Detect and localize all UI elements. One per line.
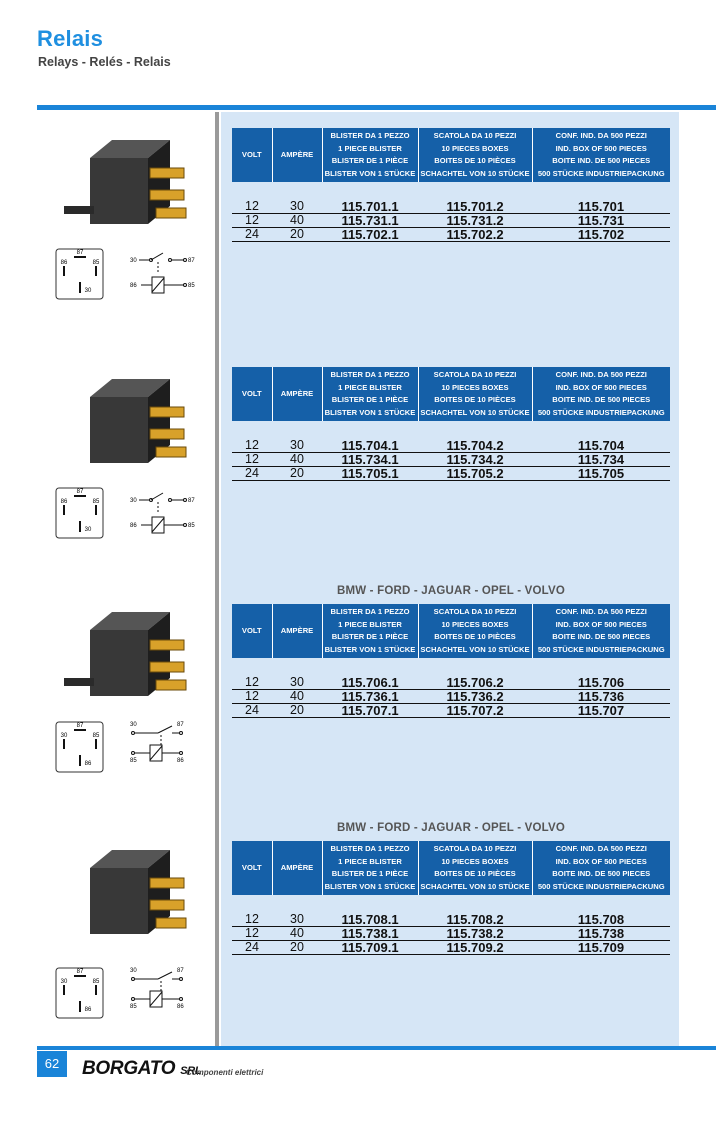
svg-text:30: 30 <box>85 527 92 533</box>
svg-text:30: 30 <box>130 498 137 504</box>
svg-text:30: 30 <box>61 979 68 985</box>
page-subtitle: Relays - Relés - Relais <box>38 55 171 69</box>
svg-text:86: 86 <box>177 1004 184 1010</box>
schematic-4: 30 87 85 86 <box>130 968 184 1010</box>
relay-image-1 <box>64 140 187 224</box>
svg-text:85: 85 <box>93 979 100 985</box>
schematic-1: 30 87 86 85 <box>130 252 195 294</box>
svg-text:85: 85 <box>188 523 195 529</box>
page-title: Relais <box>37 26 104 51</box>
relay-image-4 <box>90 850 187 934</box>
svg-text:86: 86 <box>130 523 137 529</box>
pin-diagram-2: 87 86 85 30 <box>55 487 104 539</box>
svg-text:86: 86 <box>130 283 137 289</box>
col-ampere: AMPÈRE <box>272 841 323 895</box>
top-divider <box>37 105 716 110</box>
vertical-divider <box>215 112 219 1047</box>
svg-text:87: 87 <box>77 489 84 495</box>
svg-text:87: 87 <box>177 968 184 974</box>
brand-logo: BORGATO SRL <box>82 1058 202 1079</box>
svg-text:87: 87 <box>77 723 84 729</box>
col-ampere: AMPÈRE <box>272 128 323 182</box>
svg-text:30: 30 <box>130 968 137 974</box>
svg-text:87: 87 <box>177 722 184 728</box>
svg-text:87: 87 <box>77 969 84 975</box>
col-volt: VOLT <box>232 841 273 895</box>
relay-image-2 <box>90 379 187 463</box>
pin-diagram-1: 87 86 85 30 <box>55 248 104 300</box>
col-ampere: AMPÈRE <box>272 367 323 421</box>
pin-diagram-3: 87 30 85 86 <box>55 721 104 773</box>
svg-text:86: 86 <box>61 499 68 505</box>
svg-text:30: 30 <box>85 288 92 294</box>
page-number: 62 <box>37 1051 67 1077</box>
brand-tagline: Componenti elettrici <box>186 1068 264 1077</box>
svg-text:87: 87 <box>188 258 195 264</box>
svg-text:85: 85 <box>93 733 100 739</box>
schematic-3: 30 87 85 86 <box>130 722 184 764</box>
col-volt: VOLT <box>232 128 273 182</box>
svg-text:30: 30 <box>130 258 137 264</box>
svg-text:86: 86 <box>61 260 68 266</box>
svg-text:85: 85 <box>188 283 195 289</box>
svg-text:85: 85 <box>130 1004 137 1010</box>
col-volt: VOLT <box>232 367 273 421</box>
svg-text:86: 86 <box>85 1007 92 1013</box>
schematic-2: 30 87 86 85 <box>130 492 195 534</box>
col-volt: VOLT <box>232 604 273 658</box>
svg-text:30: 30 <box>61 733 68 739</box>
svg-text:85: 85 <box>130 758 137 764</box>
col-ampere: AMPÈRE <box>272 604 323 658</box>
svg-text:30: 30 <box>130 722 137 728</box>
bottom-divider <box>37 1046 716 1050</box>
svg-text:86: 86 <box>85 761 92 767</box>
svg-text:87: 87 <box>188 498 195 504</box>
compatible-brands: BMW - FORD - JAGUAR - OPEL - VOLVO <box>336 822 566 834</box>
pin-diagram-4: 87 30 85 86 <box>55 967 104 1019</box>
svg-text:87: 87 <box>77 250 84 256</box>
svg-text:86: 86 <box>177 758 184 764</box>
svg-text:85: 85 <box>93 499 100 505</box>
compatible-brands: BMW - FORD - JAGUAR - OPEL - VOLVO <box>336 585 566 597</box>
relay-image-3 <box>64 612 187 696</box>
svg-text:85: 85 <box>93 260 100 266</box>
